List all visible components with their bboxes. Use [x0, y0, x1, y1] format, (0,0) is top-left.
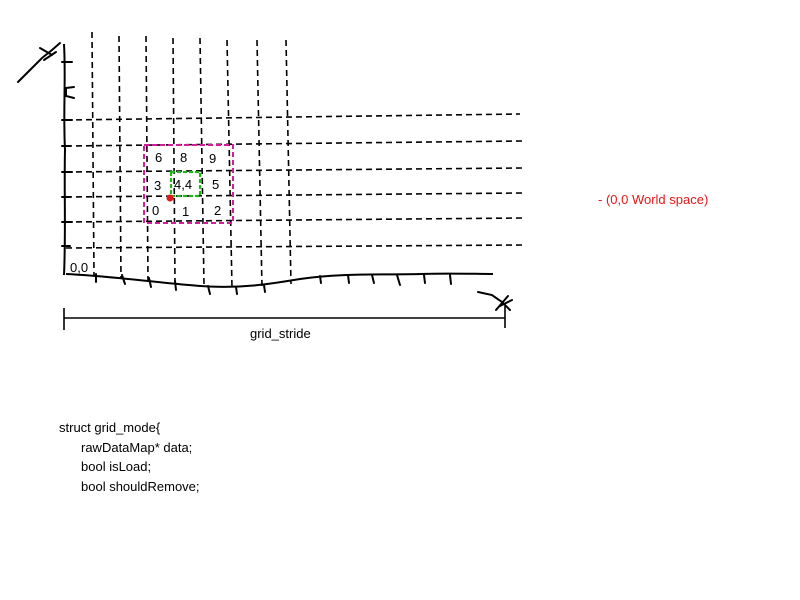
- origin-label: 0,0: [70, 260, 88, 275]
- cell-label-9: 9: [209, 151, 216, 166]
- cell-label-2: 2: [214, 203, 221, 218]
- origin-dot: [166, 194, 174, 202]
- cell-label-1: 1: [182, 204, 189, 219]
- code-line: struct grid_mode{: [59, 420, 161, 435]
- world-space-note: - (0,0 World space): [598, 192, 709, 207]
- grid-stride-dimension: [63, 306, 506, 330]
- neighborhood-box: [143, 144, 234, 224]
- grid-vertical-lines: [91, 31, 292, 289]
- cell-label-6: 6: [155, 150, 162, 165]
- code-line: bool isLoad;: [81, 459, 152, 474]
- center-cell-box: [169, 170, 202, 198]
- grid-stride-label: grid_stride: [250, 326, 311, 341]
- cell-label-center: 4,4: [174, 177, 192, 192]
- corner-scribble-bottom-right: [477, 291, 513, 311]
- cell-label-5: 5: [212, 177, 219, 192]
- corner-scribble-top-left: [17, 42, 61, 83]
- bottom-axis-ticks: [95, 273, 452, 295]
- left-axis-line: [63, 43, 67, 276]
- cell-label-3: 3: [154, 178, 161, 193]
- grid-horizontal-lines: [65, 113, 523, 249]
- bottom-axis-line: [65, 272, 494, 288]
- code-line: rawDataMap* data;: [81, 439, 193, 455]
- cell-label-0: 0: [152, 203, 159, 218]
- code-line: bool shouldRemove;: [81, 478, 200, 494]
- code-snippet: struct grid_mode{ rawDataMap* data; bool…: [59, 418, 200, 496]
- cell-label-8: 8: [180, 150, 187, 165]
